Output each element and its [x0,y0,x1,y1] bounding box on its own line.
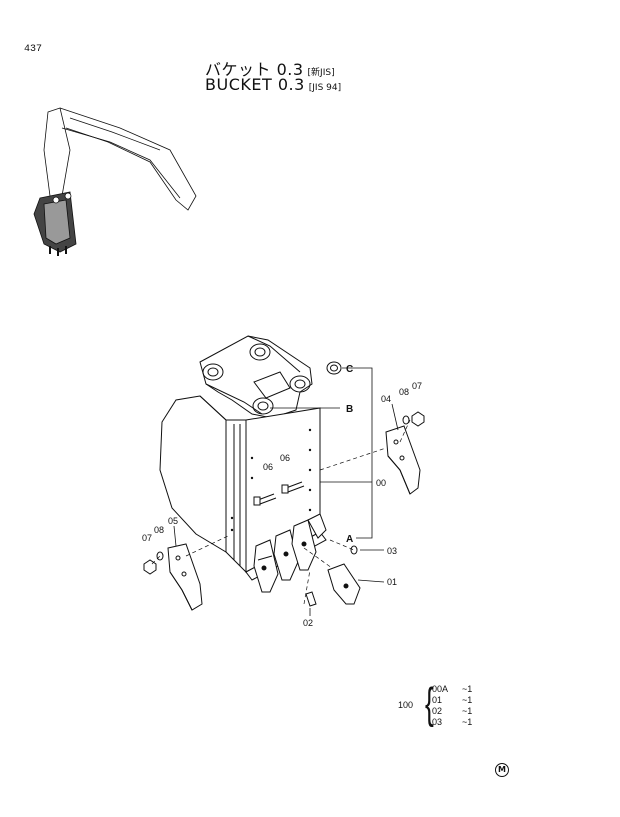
washer-c [326,361,342,375]
lock-03 [350,545,358,555]
callout-03: 03 [387,546,397,556]
title-en-tag: [JIS 94] [308,83,342,93]
qty-row: 00A~1 [432,684,473,694]
nuts-washers [143,411,425,575]
qty-row: 02~1 [432,706,473,716]
callout-06a: 06 [263,462,273,472]
title-en-main: BUCKET 0.3 [205,75,305,94]
qty-row: 03~1 [432,717,473,727]
callout-05: 05 [168,516,178,526]
ref-letter-b: B [346,404,353,415]
ref-letter-c: C [346,364,353,375]
bucket-teeth [253,513,327,593]
title-english: BUCKET 0.3[JIS 94] [205,75,341,94]
side-cutter-left [167,543,203,611]
callout-07a: 07 [412,381,422,391]
title-japanese: バケット 0.3[新JIS] [205,56,335,80]
assembly-number: 100 [398,700,414,710]
callout-01: 01 [387,577,397,587]
callout-04: 04 [381,394,391,404]
title-jp-tag: [新JIS] [307,68,335,78]
title-jp-main: バケット 0.3 [205,60,304,79]
callout-00: 00 [376,478,386,488]
brace-icon: { [424,679,434,728]
pin-02 [305,591,317,607]
callout-08a: 08 [399,387,409,397]
callout-08b: 08 [154,525,164,535]
callout-07b: 07 [142,533,152,543]
tooth-point-01 [327,563,361,605]
qty-row: 01~1 [432,695,473,705]
page-number: 437 [24,44,43,55]
excavator-arm-thumbnail [33,107,197,256]
bolts-06 [253,481,305,506]
leader-lines [173,367,399,616]
side-cutter-right [385,425,421,495]
ref-letter-a: A [346,534,353,545]
m-mark-icon: M [495,763,509,777]
callout-06b: 06 [280,453,290,463]
assembly-guide-lines [151,419,411,605]
callout-02: 02 [303,618,313,628]
